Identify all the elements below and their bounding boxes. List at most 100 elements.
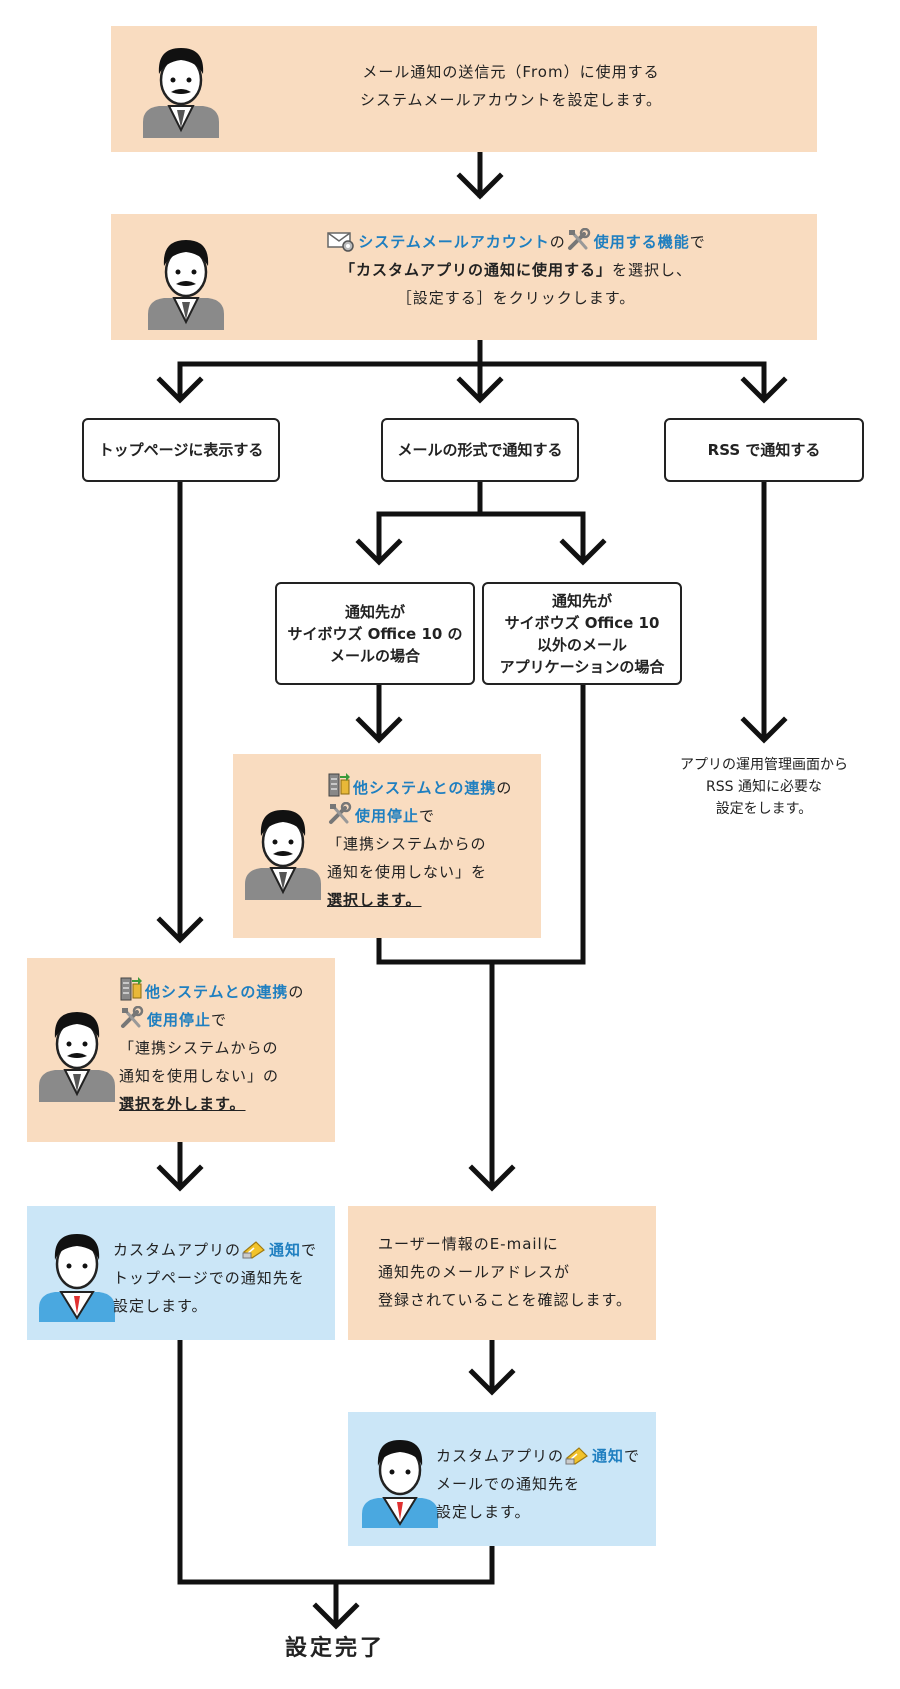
stop-mail-no: の [496,779,513,797]
admin-avatar-icon [143,48,219,138]
sub-office-mail: 通知先が サイボウズ Office 10 の メールの場合 [275,582,475,685]
server-integration-icon [120,977,142,1001]
step-enable-custom-app-notify: システムメールアカウントの 使用する機能で 「カスタムアプリの通知に使用する」を… [111,214,817,340]
sub-other-l3: 以外のメール [536,635,627,654]
notify-mail-line3: 設定します。 [436,1503,531,1521]
stop-top-line4: 通知を使用しない」の [119,1067,280,1085]
step1-line2: システムメールアカウントを設定します。 [359,91,663,109]
arrowhead [468,1164,516,1192]
step2-option: 「カスタムアプリの通知に使用する」 [339,261,612,279]
link-stop-use[interactable]: 使用停止 [147,1011,212,1029]
stop-top-de: で [211,1011,228,1029]
rss-note-l3: 設定をします。 [715,801,813,817]
stop-top-line3: 「連携システムからの [119,1039,279,1057]
sub-other-l2: サイボウズ Office 10 [504,613,660,632]
notification-icon [242,1241,265,1259]
stop-mail-line5: 選択します。 [327,891,422,909]
notify-top-text: カスタムアプリの 通知で トップページでの通知先を 設定します。 [113,1236,333,1320]
step2-no: の [549,233,566,251]
notify-mail-line2: メールでの通知先を [436,1475,581,1493]
arrowhead [156,376,204,404]
arrowhead [456,376,504,404]
stop-mail-line3: 「連携システムからの [327,835,487,853]
stop-top-line1: 他システムとの連携の [119,976,331,1006]
rss-note-l2: RSS 通知に必要な [706,779,822,795]
mail-gear-icon [327,232,354,252]
step-system-mail-account: メール通知の送信元（From）に使用する システムメールアカウントを設定します。 [111,26,817,152]
step-check-email: ユーザー情報のE-mailに 通知先のメールアドレスが 登録されていることを確認… [348,1206,656,1340]
link-notify[interactable]: 通知 [269,1241,302,1259]
sub-office-l1: 通知先が [344,602,405,621]
arrowhead [156,916,204,944]
stop-top-line5: 選択を外します。 [119,1095,246,1113]
link-integration[interactable]: 他システムとの連携 [353,779,497,797]
step-notify-top-page: カスタムアプリの 通知で トップページでの通知先を 設定します。 [27,1206,335,1340]
step-stop-integration-mail: 他システムとの連携の 使用停止で 「連携システムからの 通知を使用しない」を 選… [233,754,541,938]
email-check-line2: 通知先のメールアドレスが [378,1263,571,1281]
email-check-line3: 登録されていることを確認します。 [378,1291,633,1309]
email-check-text: ユーザー情報のE-mailに 通知先のメールアドレスが 登録されていることを確認… [378,1230,648,1314]
arrowhead [355,538,403,566]
sub-office-l3: メールの場合 [329,646,420,665]
step1-text: メール通知の送信元（From）に使用する システムメールアカウントを設定します。 [251,58,771,114]
admin-avatar-icon [148,240,224,330]
rss-note: アプリの運用管理画面から RSS 通知に必要な 設定をします。 [664,754,864,820]
arrowhead [456,172,504,200]
link-system-mail-account[interactable]: システムメールアカウント [358,233,550,251]
arrowhead [740,716,788,744]
arrowhead [468,1368,516,1396]
branch-mail: メールの形式で通知する [381,418,579,482]
arrowhead [355,716,403,744]
notify-mail-pre: カスタムアプリの [436,1447,565,1465]
sub-office-l2: サイボウズ Office 10 の [287,624,463,643]
notify-top-line3: 設定します。 [113,1297,208,1315]
step-notify-mail: カスタムアプリの 通知で メールでの通知先を 設定します。 [348,1412,656,1546]
connector-final [177,1337,495,1627]
sub-other-l4: アプリケーションの場合 [499,657,665,676]
link-integration[interactable]: 他システムとの連携 [145,983,289,1001]
setup-complete-label: 設定完了 [284,1636,385,1661]
notify-top-pre: カスタムアプリの [113,1241,242,1259]
stop-top-no: の [288,983,305,1001]
user-avatar-icon [39,1234,115,1322]
user-avatar-icon [362,1440,438,1528]
branch-top-page: トップページに表示する [82,418,280,482]
step2-line1: システムメールアカウントの 使用する機能で [241,228,791,256]
step1-line1: メール通知の送信元（From）に使用する [362,63,660,81]
tools-icon [121,1006,144,1028]
notify-top-line2: トップページでの通知先を [113,1269,305,1287]
branch-rss: RSS で通知する [664,418,864,482]
branch-mail-label: メールの形式で通知する [397,441,563,459]
notify-top-de: で [301,1241,318,1259]
link-use-function[interactable]: 使用する機能 [593,233,690,251]
stop-top-text: 他システムとの連携の 使用停止で 「連携システムからの 通知を使用しない」の 選… [119,976,331,1118]
stop-mail-line1: 他システムとの連携の [327,772,537,802]
connector-step2-branch [177,337,767,401]
email-check-line1: ユーザー情報のE-mailに [378,1235,559,1253]
notify-mail-text: カスタムアプリの 通知で メールでの通知先を 設定します。 [436,1442,654,1526]
stop-mail-text: 他システムとの連携の 使用停止で 「連携システムからの 通知を使用しない」を 選… [327,772,537,914]
step2-de: で [689,233,706,251]
admin-avatar-icon [39,1012,115,1102]
tools-icon [567,228,591,250]
step2-line2: 「カスタムアプリの通知に使用する」を選択し、 [241,256,791,284]
notification-icon [565,1447,588,1465]
step2-select: を選択し、 [612,261,693,279]
rss-note-l1: アプリの運用管理画面から [680,757,848,773]
stop-mail-de: で [419,807,436,825]
step-stop-integration-top: 他システムとの連携の 使用停止で 「連携システムからの 通知を使用しない」の 選… [27,958,335,1142]
link-stop-use[interactable]: 使用停止 [355,807,420,825]
connector-mail-split [376,479,586,563]
stop-top-line2: 使用停止で [119,1006,331,1034]
link-notify[interactable]: 通知 [592,1447,625,1465]
sub-other-l1: 通知先が [551,591,612,610]
notify-mail-line1: カスタムアプリの 通知で [436,1442,654,1470]
arrowhead [156,1164,204,1192]
branch-rss-label: RSS で通知する [707,441,821,459]
notify-top-line1: カスタムアプリの 通知で [113,1236,333,1264]
tools-icon [329,802,352,824]
server-integration-icon [328,773,350,797]
arrowhead [559,538,607,566]
step2-text: システムメールアカウントの 使用する機能で 「カスタムアプリの通知に使用する」を… [241,228,791,312]
